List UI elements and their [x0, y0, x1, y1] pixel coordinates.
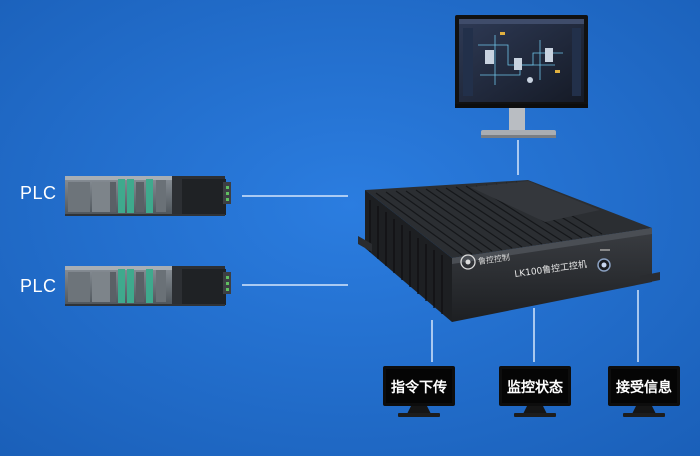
plc-label-2: PLC — [20, 276, 57, 296]
monitor-stand — [509, 108, 525, 132]
industrial-pc — [358, 180, 660, 322]
monitor-status: 监控状态 — [499, 366, 571, 406]
monitor-label-2: 监控状态 — [507, 380, 563, 396]
monitor-receive-info: 接受信息 — [608, 366, 680, 406]
plc-rack-2 — [65, 266, 231, 306]
ipc-side — [365, 190, 452, 322]
small-monitor-3 — [608, 366, 680, 417]
desktop-monitor — [455, 15, 588, 138]
small-monitor-2 — [499, 366, 571, 417]
brand-logo-icon — [460, 254, 476, 270]
small-monitor-1 — [383, 366, 455, 417]
monitor-base — [481, 130, 556, 136]
monitor-command-down: 指令下传 — [383, 366, 455, 406]
plc-rack-1 — [65, 176, 231, 216]
connection-lines — [242, 140, 639, 362]
monitor-label-3: 接受信息 — [616, 380, 672, 396]
ipc-top — [365, 180, 652, 258]
monitor-label-1: 指令下传 — [391, 380, 447, 396]
plc-label-1: PLC — [20, 183, 57, 203]
